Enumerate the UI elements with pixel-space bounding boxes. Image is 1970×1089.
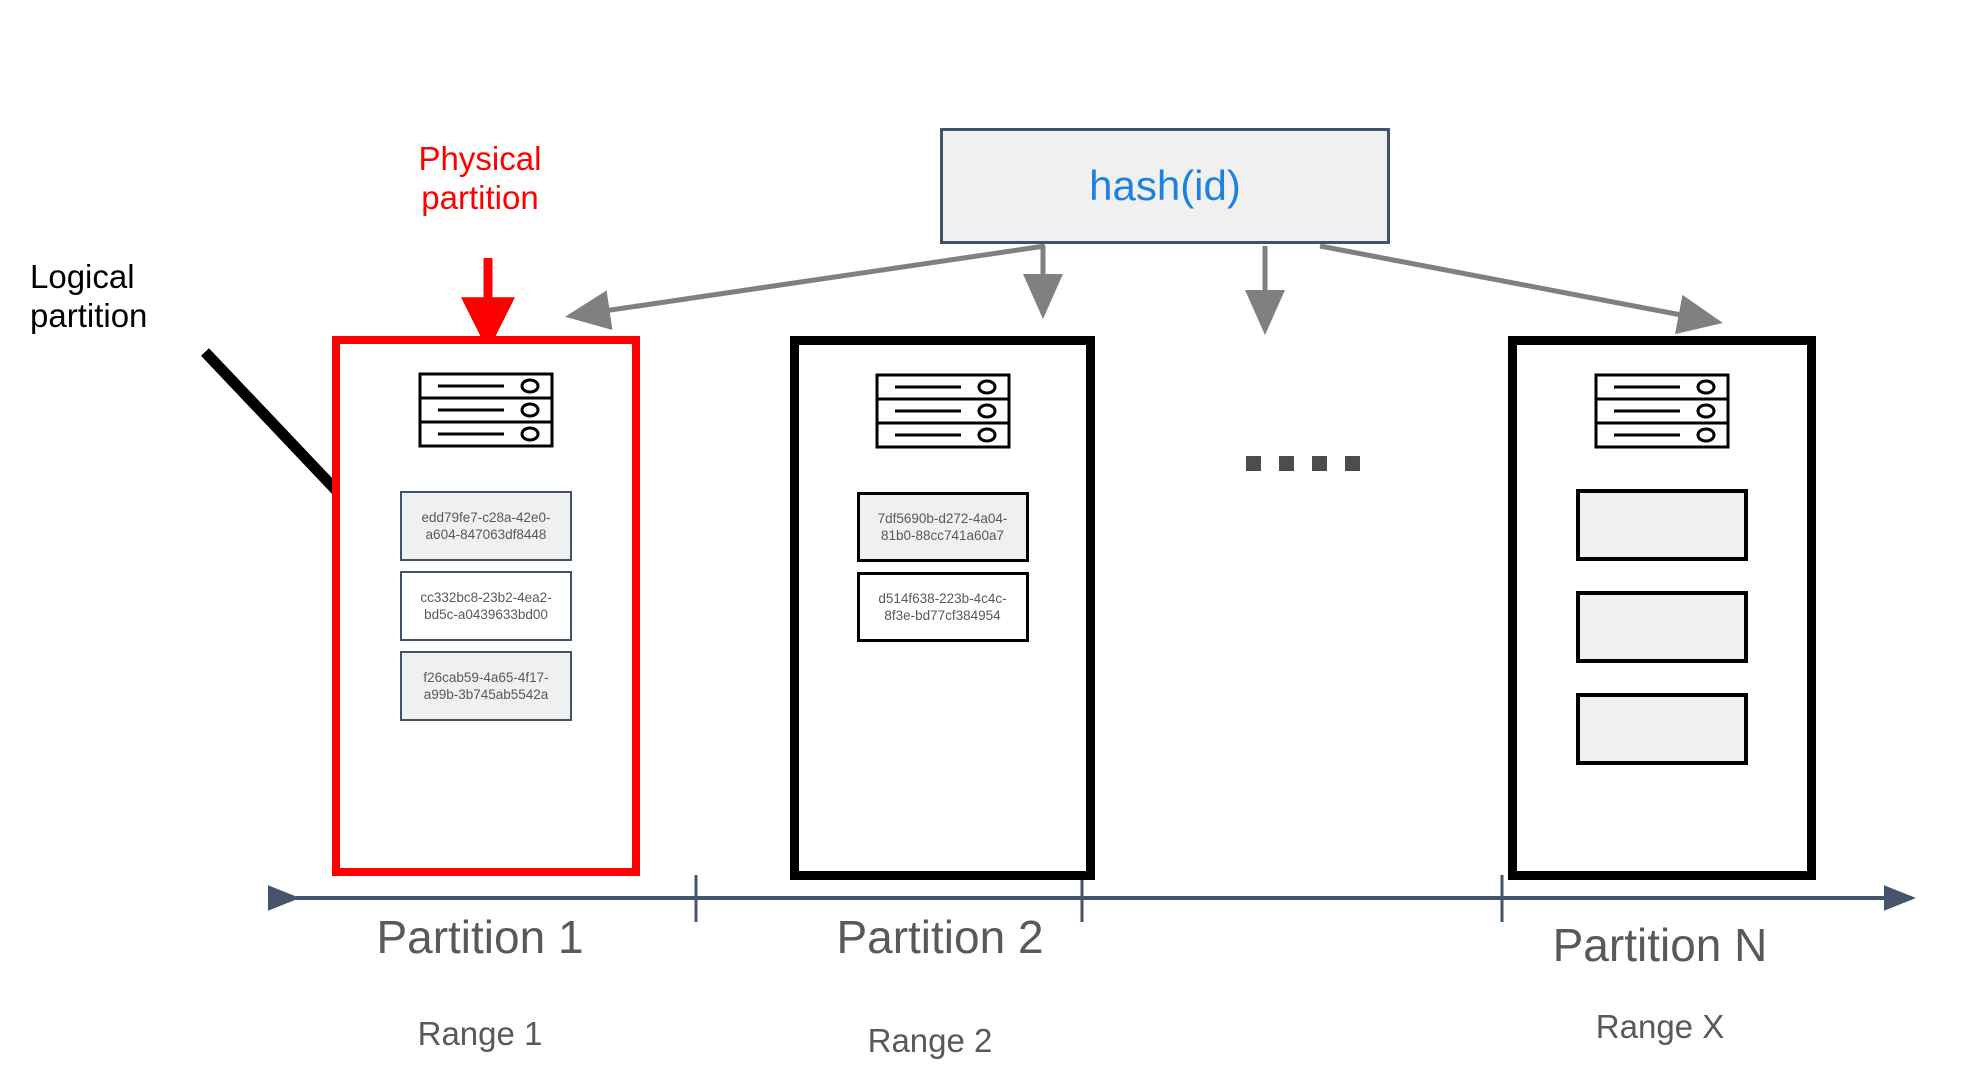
- physical-partition-label: Physical partition: [418, 140, 542, 216]
- hash-function-box[interactable]: hash(id): [940, 128, 1390, 244]
- partition-container-1[interactable]: edd79fe7-c28a-42e0- a604-847063df8448 cc…: [332, 336, 640, 876]
- server-stack-icon: [875, 373, 1010, 449]
- ellipsis-dot: [1279, 456, 1294, 471]
- ellipsis-dot: [1312, 456, 1327, 471]
- partition-container-n[interactable]: [1508, 336, 1816, 880]
- hash-function-label: hash(id): [1089, 162, 1241, 209]
- record-box[interactable]: [1576, 693, 1748, 765]
- record-box[interactable]: [1576, 489, 1748, 561]
- record-box[interactable]: 7df5690b-d272-4a04- 81b0-88cc741a60a7: [856, 492, 1029, 562]
- ellipsis-dots: [1246, 456, 1360, 471]
- server-stack-icon: [418, 372, 554, 448]
- partition-axis-label-1: Partition 1: [376, 911, 584, 963]
- ellipsis-dot: [1345, 456, 1360, 471]
- partition-axis-label-2: Partition 2: [836, 911, 1044, 963]
- hash-fanout-arrows: [565, 243, 1723, 335]
- partition-axis-label-n: Partition N: [1552, 919, 1768, 971]
- logical-partition-label: Logical partition: [30, 258, 148, 334]
- record-box[interactable]: f26cab59-4a65-4f17- a99b-3b745ab5542a: [400, 651, 572, 721]
- range-label-x: Range X: [1595, 1008, 1725, 1045]
- server-stack-icon: [1594, 373, 1730, 449]
- range-label-1: Range 1: [417, 1015, 543, 1052]
- range-label-2: Range 2: [867, 1022, 993, 1059]
- partition-container-2[interactable]: 7df5690b-d272-4a04- 81b0-88cc741a60a7 d5…: [790, 336, 1095, 880]
- hash-arrow-to-partition-1: [565, 243, 1046, 330]
- hash-arrow-to-partition-n: [1319, 243, 1723, 335]
- record-box[interactable]: [1576, 591, 1748, 663]
- record-box[interactable]: cc332bc8-23b2-4ea2- bd5c-a0439633bd00: [400, 571, 572, 641]
- record-box[interactable]: edd79fe7-c28a-42e0- a604-847063df8448: [400, 491, 572, 561]
- record-box[interactable]: d514f638-223b-4c4c- 8f3e-bd77cf384954: [856, 572, 1029, 642]
- ellipsis-dot: [1246, 456, 1261, 471]
